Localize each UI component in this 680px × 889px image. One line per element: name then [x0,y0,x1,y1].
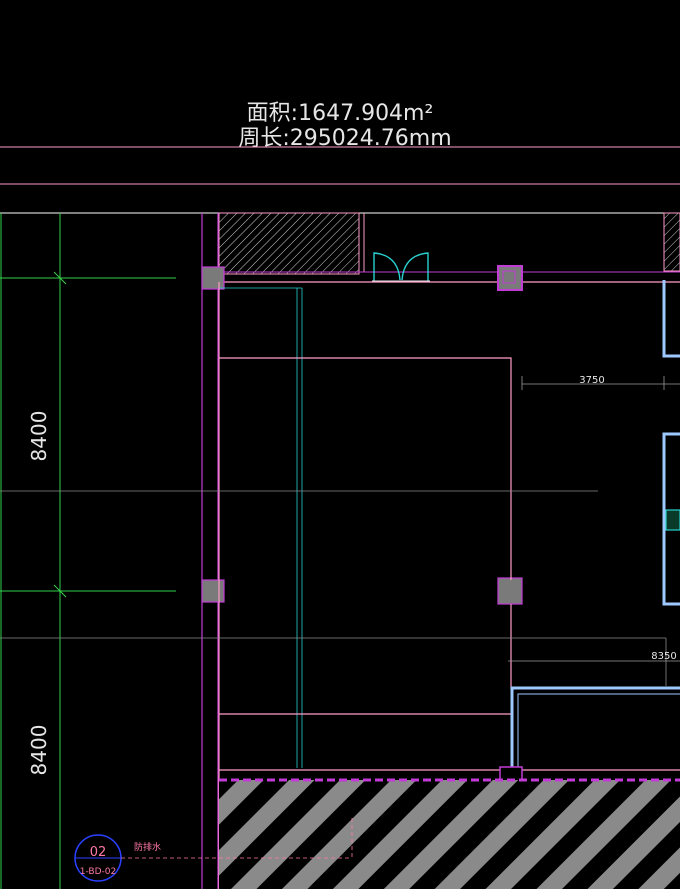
double-door-icon[interactable] [372,252,430,282]
grid-tick-1 [53,271,67,285]
column-3[interactable] [201,579,225,603]
detail-callout[interactable]: 02 1-BD-02 [74,834,122,882]
dim-mid-right: 8350 [651,651,676,662]
area-label: 面积:1647.904m² [247,101,434,126]
hatched-foundation [219,780,680,889]
dim-left-upper: 8400 [27,411,51,462]
room-outline-inner [219,357,512,580]
callout-note: 防排水 [134,841,161,853]
column-1[interactable] [201,266,225,290]
dim-top-right: 3750 [579,375,604,386]
column-4[interactable] [497,577,523,605]
grid-tick-2 [53,584,67,598]
blue-wall-lower-inner [517,693,680,770]
blue-wall-middle [662,432,680,606]
blue-wall-lower [510,686,680,770]
dim-left-lower: 8400 [27,725,51,776]
blue-wall-upper [662,280,680,358]
hatched-wall-right [663,212,680,272]
column-2[interactable] [497,265,523,291]
hatched-wall-block [218,212,360,275]
callout-sheet: 1-BD-02 [80,867,116,877]
column-2-inner [502,270,516,284]
callout-number: 02 [90,845,107,860]
blue-door-marker[interactable] [665,509,680,531]
